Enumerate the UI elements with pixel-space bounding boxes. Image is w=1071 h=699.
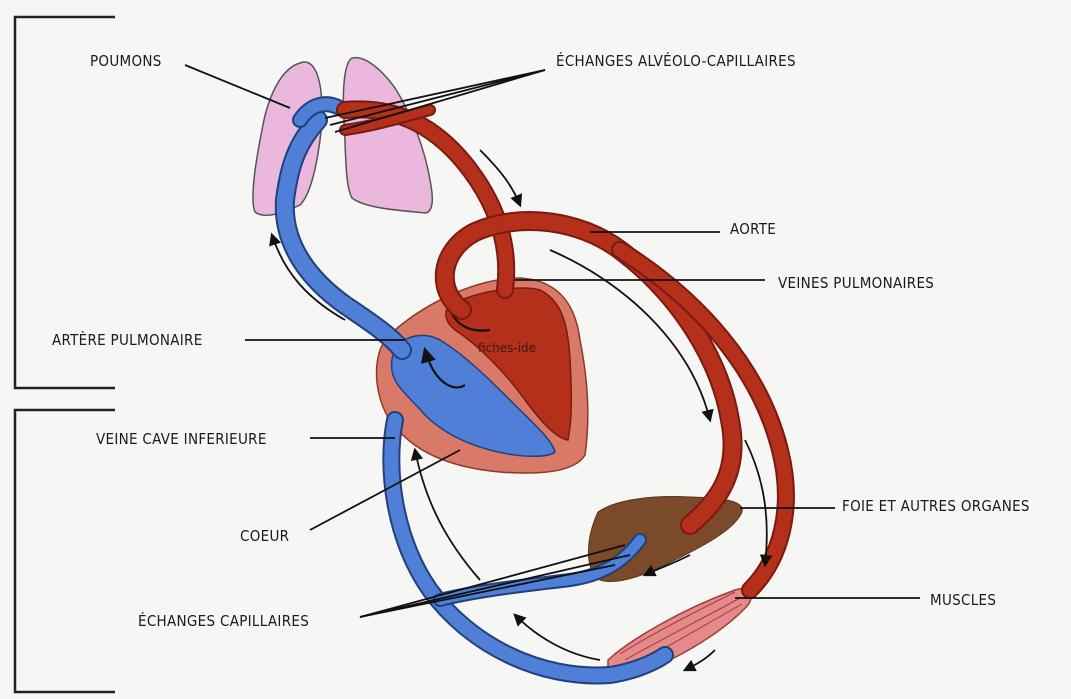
- muscle: [608, 589, 751, 674]
- label-veines-pulmonaires: VEINES PULMONAIRES: [778, 274, 934, 292]
- label-foie-et-autres-organes: FOIE ET AUTRES ORGANES: [842, 497, 1030, 515]
- label-veine-cave-inferieure: VEINE CAVE INFERIEURE: [96, 430, 267, 448]
- label-aorte: AORTE: [730, 220, 776, 238]
- label-muscles: MUSCLES: [930, 591, 996, 609]
- bracket-lower: [15, 410, 115, 692]
- label-coeur: COEUR: [240, 527, 289, 545]
- right-lung: [343, 58, 432, 213]
- heart: fiches-ide: [377, 278, 588, 473]
- watermark: fiches-ide: [478, 341, 536, 355]
- label-poumons: POUMONS: [90, 52, 162, 70]
- label-echanges-capillaires: ÉCHANGES CAPILLAIRES: [138, 611, 309, 630]
- label-echanges-alveolo-capillaires: ÉCHANGES ALVÉOLO-CAPILLAIRES: [556, 51, 796, 70]
- label-artere-pulmonaire: ARTÈRE PULMONAIRE: [52, 330, 203, 349]
